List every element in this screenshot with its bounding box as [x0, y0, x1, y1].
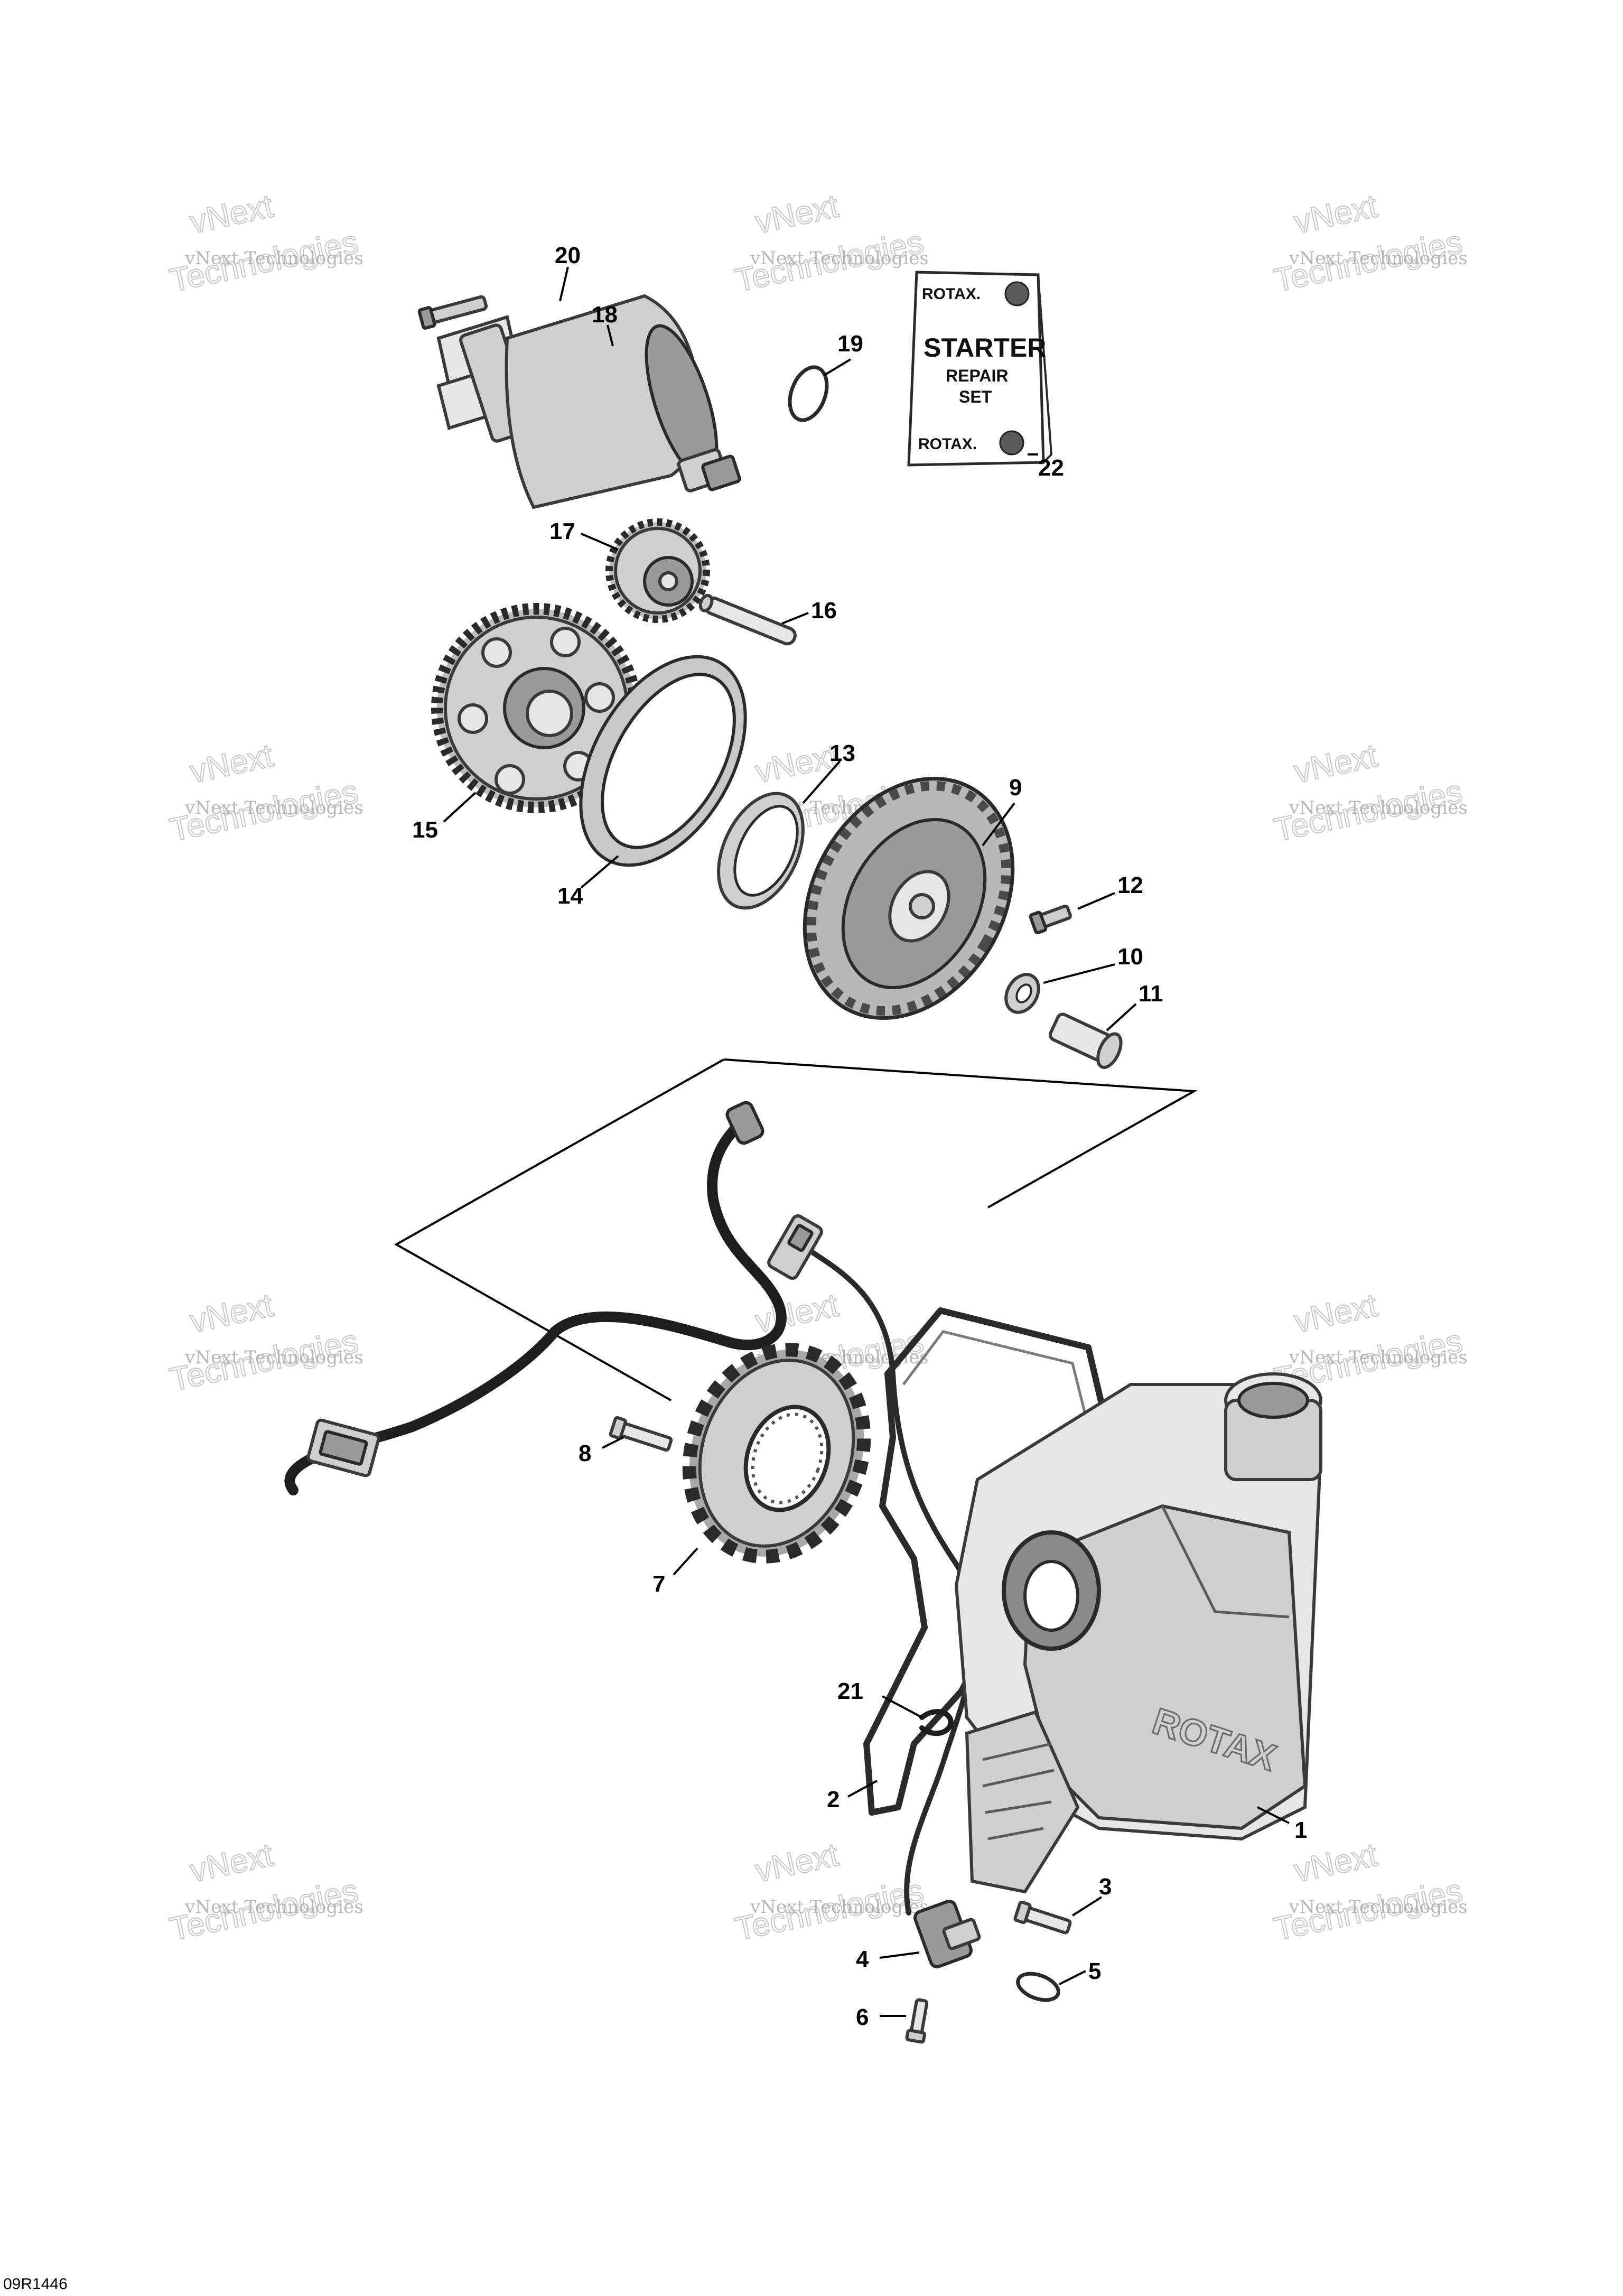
part-10-washer	[1004, 973, 1040, 1014]
part-11-rotor-bolt	[1048, 1012, 1123, 1069]
sensor-wire	[806, 1247, 977, 1916]
part-7-stator	[284, 1101, 871, 1564]
watermark: vNext vNext Technologies Technologies	[1271, 1836, 1468, 1948]
svg-text:vNext: vNext	[1291, 188, 1381, 240]
callout-9: 9	[1009, 775, 1022, 801]
svg-text:vNext Technologies: vNext Technologies	[750, 248, 929, 269]
callout-20: 20	[555, 243, 581, 268]
svg-text:vNext: vNext	[1291, 737, 1381, 790]
svg-text:REPAIR: REPAIR	[946, 366, 1009, 385]
part-18-starter-motor	[436, 294, 741, 509]
connector-icon	[306, 1418, 380, 1477]
part-21-clip	[919, 1709, 954, 1736]
part-6-bolt	[905, 1998, 929, 2044]
callout-22: 22	[1038, 455, 1064, 481]
callout-1: 1	[1294, 1817, 1307, 1843]
part-5-o-ring	[1016, 1972, 1060, 2002]
svg-text:vNext Technologies: vNext Technologies	[1289, 1897, 1468, 1918]
callout-11: 11	[1139, 981, 1163, 1007]
svg-text:vNext: vNext	[1291, 1287, 1381, 1340]
svg-text:vNext: vNext	[1291, 1836, 1381, 1889]
callout-6: 6	[856, 2004, 869, 2030]
brp-logo-icon	[1004, 281, 1030, 306]
svg-text:ROTAX.: ROTAX.	[922, 285, 981, 303]
callout-8: 8	[579, 1440, 591, 1466]
svg-text:vNext Technologies: vNext Technologies	[1289, 1347, 1468, 1368]
part-20-starter-bolt	[417, 295, 488, 330]
svg-text:vNext Technologies: vNext Technologies	[750, 1897, 929, 1918]
svg-text:vNext Technologies: vNext Technologies	[184, 248, 363, 269]
part-14-spacer-ring	[579, 655, 747, 867]
callout-16: 16	[811, 598, 837, 624]
part-1-magneto-cover: ROTAX	[954, 1372, 1323, 1894]
svg-text:vNext Technologies: vNext Technologies	[1289, 797, 1468, 819]
svg-text:vNext: vNext	[752, 1836, 842, 1889]
callout-12: 12	[1117, 872, 1143, 898]
assembly-outline	[394, 1058, 1198, 1401]
callout-5: 5	[1088, 1958, 1101, 1984]
watermark: vNext vNext Technologies Technologies	[166, 187, 363, 300]
callouts: 1 2 3 4 5 6 7 8 9 10 11 12 13 14 15 16 1…	[412, 243, 1307, 2030]
leader-lines	[443, 266, 1290, 2017]
part-13-bearing	[717, 792, 805, 910]
svg-text:vNext: vNext	[187, 188, 276, 240]
part-12-bolt	[1029, 904, 1072, 935]
callout-13: 13	[829, 740, 855, 766]
callout-2: 2	[827, 1787, 840, 1812]
part-19-o-ring	[788, 365, 829, 422]
part-17-intermediate-gear	[605, 518, 710, 623]
part-3-bolt	[1013, 1900, 1072, 1935]
part-16-shaft	[698, 593, 797, 646]
watermark: vNext vNext Technologies Technologies	[1271, 187, 1468, 300]
callout-14: 14	[557, 883, 583, 909]
callout-4: 4	[856, 1946, 869, 1972]
callout-7: 7	[652, 1571, 665, 1597]
part-8-stator-bolt	[609, 1416, 673, 1452]
watermark: vNext vNext Technologies Technologies	[732, 1836, 929, 1948]
svg-text:vNext: vNext	[187, 1287, 276, 1340]
callout-17: 17	[549, 518, 575, 544]
watermark: vNext vNext Technologies Technologies	[732, 187, 929, 300]
callout-18: 18	[592, 302, 618, 328]
svg-text:vNext: vNext	[752, 1287, 842, 1340]
callout-10: 10	[1117, 944, 1143, 970]
svg-text:vNext Technologies: vNext Technologies	[184, 1347, 363, 1368]
svg-text:vNext: vNext	[187, 1836, 276, 1889]
callout-15: 15	[412, 817, 438, 843]
svg-text:SET: SET	[959, 387, 992, 406]
watermark: vNext vNext Technologies Technologies	[1271, 737, 1468, 849]
callout-21: 21	[837, 1678, 863, 1704]
watermark: vNext vNext Technologies Technologies	[166, 737, 363, 849]
svg-text:STARTER: STARTER	[924, 333, 1046, 362]
part-9-rotor	[803, 777, 1015, 1020]
svg-text:vNext Technologies: vNext Technologies	[184, 1897, 363, 1918]
svg-text:vNext: vNext	[187, 737, 276, 790]
svg-text:vNext Technologies: vNext Technologies	[1289, 248, 1468, 269]
callout-19: 19	[837, 331, 863, 357]
svg-text:ROTAX.: ROTAX.	[918, 435, 977, 453]
part-22-starter-repair-set: ROTAX. STARTER REPAIR SET ROTAX.	[907, 271, 1053, 467]
watermark: vNext vNext Technologies Technologies	[166, 1836, 363, 1948]
reference-code: 09R1446	[3, 2275, 68, 2293]
svg-text:vNext: vNext	[752, 737, 842, 790]
svg-text:vNext: vNext	[752, 188, 842, 240]
svg-text:vNext Technologies: vNext Technologies	[184, 797, 363, 819]
brp-logo-icon	[999, 430, 1024, 456]
callout-3: 3	[1099, 1874, 1112, 1900]
sensor-connector-icon	[767, 1214, 823, 1280]
part-4-sensor	[913, 1900, 981, 1968]
watermark: vNext vNext Technologies Technologies	[166, 1286, 363, 1399]
